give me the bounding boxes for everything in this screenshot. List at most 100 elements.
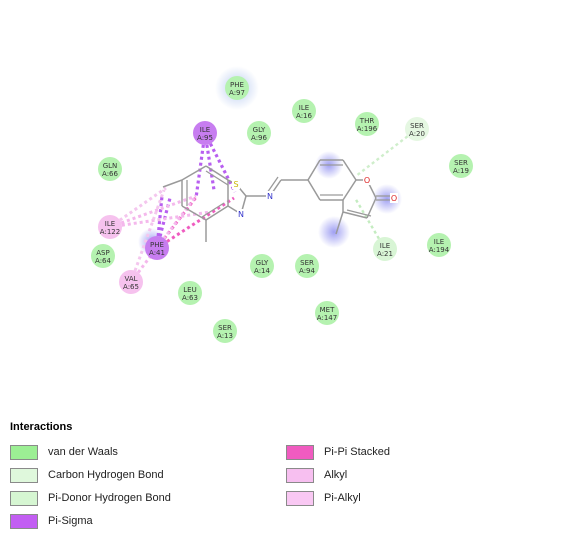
interaction-line-pi-sigma bbox=[203, 132, 216, 191]
legend-item: Pi-Pi Stacked bbox=[286, 443, 390, 461]
residue-disc bbox=[449, 154, 473, 178]
ligand-bond bbox=[162, 179, 183, 188]
residue-name: ILE bbox=[434, 238, 444, 246]
residue-number: A:194 bbox=[429, 246, 450, 254]
interaction-line-pi-sigma bbox=[194, 132, 207, 199]
residue-disc bbox=[427, 233, 451, 257]
legend-item: van der Waals bbox=[10, 443, 118, 461]
solvent-glow bbox=[372, 184, 402, 214]
residue-number: A:14 bbox=[254, 267, 270, 275]
residue-disc bbox=[98, 157, 122, 181]
atom-label-bg bbox=[232, 179, 240, 189]
residue-disc bbox=[98, 215, 122, 239]
residue-disc bbox=[315, 301, 339, 325]
interaction-line-pi-alkyl bbox=[109, 194, 197, 229]
residue-name: VAL bbox=[124, 275, 137, 283]
legend-item: Carbon Hydrogen Bond bbox=[10, 466, 164, 484]
residue-disc bbox=[119, 270, 143, 294]
residue-name: SER bbox=[410, 122, 424, 130]
residue-disc bbox=[91, 244, 115, 268]
residue-number: A:64 bbox=[95, 257, 111, 265]
ligand-bond bbox=[335, 211, 344, 235]
legend-swatch bbox=[286, 467, 314, 483]
legend-swatch bbox=[286, 444, 314, 460]
residue-name: LEU bbox=[183, 286, 196, 294]
legend-swatch bbox=[286, 490, 314, 506]
residue-name: ILE bbox=[380, 242, 390, 250]
imine-nitrogen-atom-label: N bbox=[267, 192, 273, 201]
residue-disc bbox=[355, 112, 379, 136]
residue-disc bbox=[193, 121, 217, 145]
residue-number: A:13 bbox=[217, 332, 233, 340]
ligand-double-bond bbox=[205, 170, 229, 186]
ligand-bond bbox=[181, 205, 207, 221]
ring-oxygen-atom-label: O bbox=[364, 176, 370, 185]
residue-number: A:147 bbox=[317, 314, 337, 322]
atom-label-bg bbox=[237, 209, 245, 219]
legend-swatch bbox=[10, 467, 38, 483]
ligand-bond bbox=[342, 159, 357, 181]
residue-number: A:20 bbox=[409, 130, 425, 138]
residue-number: A:66 bbox=[102, 170, 118, 178]
legend-item: Alkyl bbox=[286, 466, 347, 484]
residue-number: A:65 bbox=[123, 283, 139, 291]
legend-label: Pi-Sigma bbox=[48, 515, 93, 527]
legend-label: Pi-Alkyl bbox=[324, 492, 361, 504]
residue-name: GLN bbox=[103, 162, 118, 170]
residue-name: THR bbox=[359, 117, 375, 125]
carbonyl-oxygen-atom-label: O bbox=[391, 194, 397, 203]
legend-item: Pi-Alkyl bbox=[286, 489, 361, 507]
residue-disc bbox=[145, 236, 169, 260]
interaction-line-carbon-hbond bbox=[355, 128, 418, 177]
interaction-line-pi-donor bbox=[353, 197, 387, 250]
residue-name: MET bbox=[320, 306, 335, 314]
residue-number: A:96 bbox=[251, 134, 267, 142]
interaction-line-pi-sigma bbox=[203, 132, 237, 193]
residue-number: A:122 bbox=[100, 228, 120, 236]
residue-name: SER bbox=[454, 159, 468, 167]
residue-name: SER bbox=[218, 324, 232, 332]
ring-nitrogen-atom-label: N bbox=[238, 210, 244, 219]
ligand-bond bbox=[366, 197, 377, 219]
legend-swatch bbox=[10, 444, 38, 460]
ligand-double-bond bbox=[266, 176, 279, 194]
ligand-bond bbox=[342, 179, 357, 201]
residue-number: A:21 bbox=[377, 250, 393, 258]
residue-disc bbox=[295, 254, 319, 278]
residue-disc bbox=[292, 99, 316, 123]
legend-title: Interactions bbox=[10, 421, 73, 433]
residue-name: SER bbox=[300, 259, 314, 267]
interaction-line-alkyl bbox=[129, 189, 166, 283]
residue-number: A:196 bbox=[357, 125, 378, 133]
residue-name: PHE bbox=[150, 241, 164, 249]
residue-number: A:97 bbox=[229, 89, 245, 97]
residue-disc bbox=[225, 76, 249, 100]
residue-number: A:94 bbox=[299, 267, 315, 275]
atom-label-bg bbox=[390, 193, 398, 203]
legend-label: Pi-Pi Stacked bbox=[324, 446, 391, 458]
ligand-bond bbox=[342, 211, 368, 219]
residue-number: A:19 bbox=[453, 167, 469, 175]
residue-number: A:41 bbox=[149, 249, 165, 257]
